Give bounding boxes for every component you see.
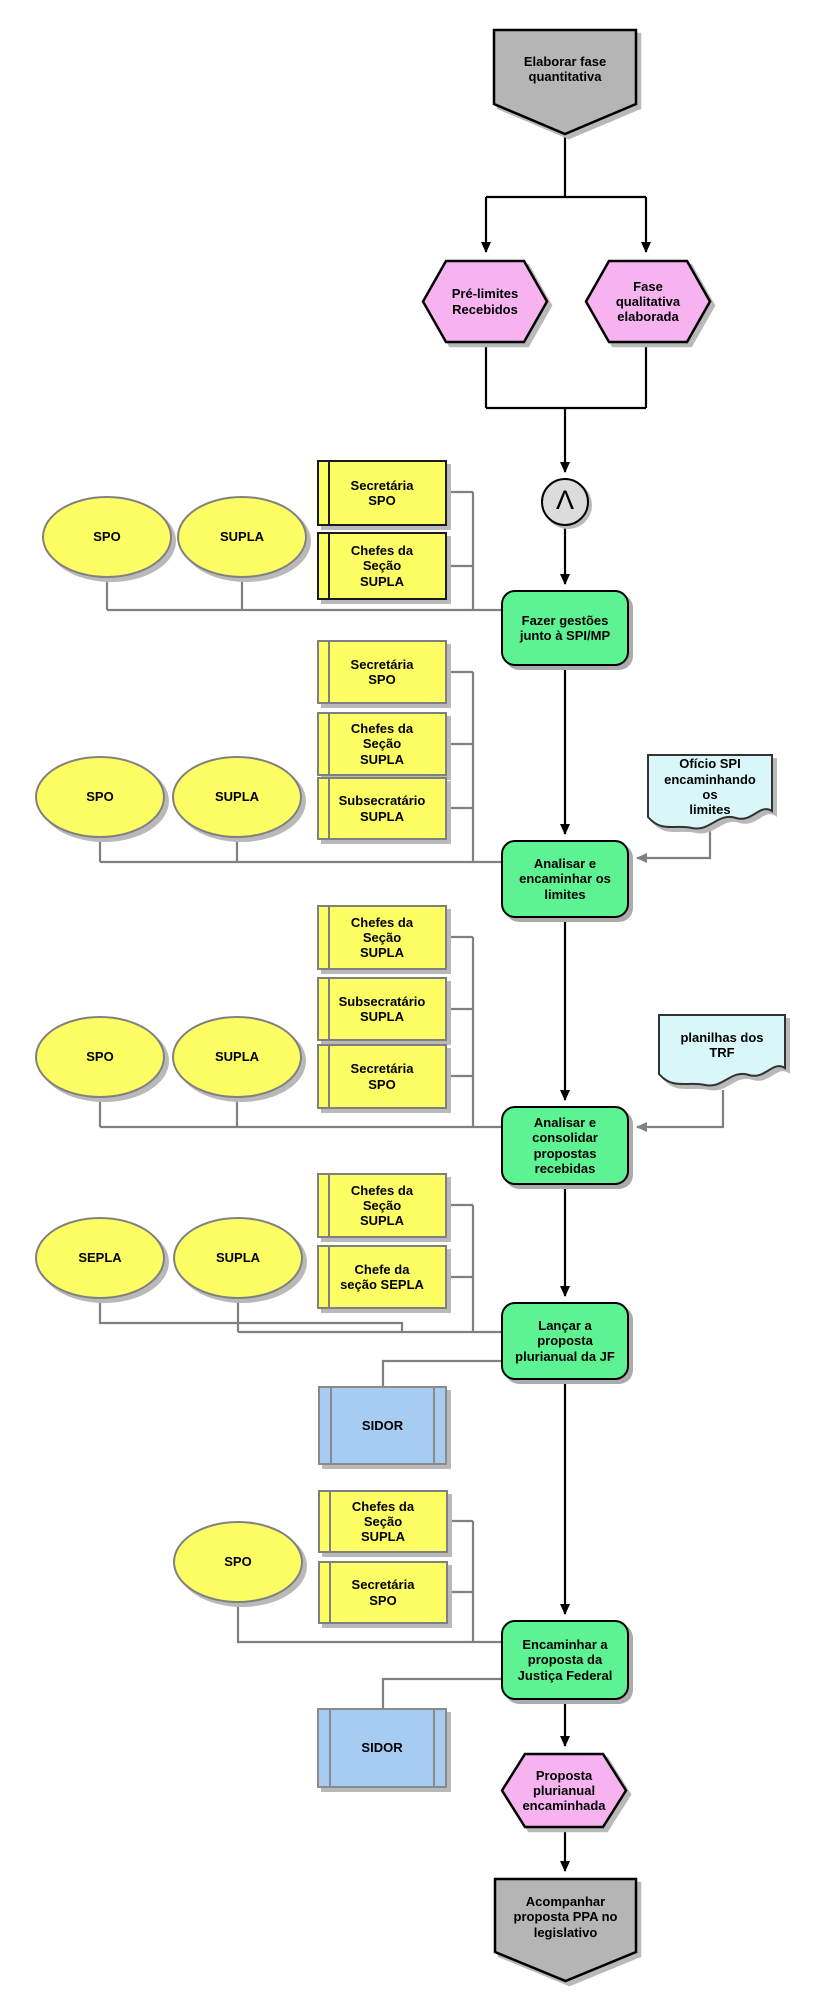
- role-card-chefes-secao-supla: Chefes da Seção SUPLA: [317, 1173, 447, 1238]
- end-label: Acompanhar proposta PPA no legislativo: [513, 1894, 618, 1940]
- system-sidor-1-label: SIDOR: [361, 1417, 404, 1433]
- card-divider: [328, 1046, 330, 1107]
- event-fase-qualitativa-label: Fase qualitativa elaborada: [615, 278, 681, 325]
- start-label: Elaborar fase quantitativa: [523, 53, 607, 84]
- org-ellipse-label: SEPLA: [78, 1250, 122, 1266]
- process-encaminhar-proposta: Encaminhar a proposta da Justiça Federal: [501, 1620, 629, 1700]
- card-divider: [328, 462, 330, 524]
- and-junction-icon: Λ: [541, 478, 589, 526]
- org-ellipse-sepla: SEPLA: [35, 1217, 165, 1299]
- role-card-secretaria-spo: Secretária SPO: [318, 1561, 448, 1624]
- org-ellipse-spo: SPO: [173, 1521, 303, 1603]
- role-card-label: Chefe da seção SEPLA: [340, 1261, 424, 1292]
- role-card-chefes-secao-supla: Chefes da Seção SUPLA: [317, 905, 447, 970]
- role-card-label: Subsecratário SUPLA: [338, 993, 426, 1024]
- document-oficio-spi-label: Ofício SPI encaminhando os limites: [664, 756, 756, 818]
- system-sidor-1: SIDOR: [318, 1386, 447, 1465]
- process-fazer-gestoes: Fazer gestões junto à SPI/MP: [501, 590, 629, 666]
- card-divider: [329, 1563, 331, 1622]
- card-divider: [328, 1175, 330, 1236]
- process-analisar-limites: Analisar e encaminhar os limites: [501, 840, 629, 918]
- system-sidor-2-label: SIDOR: [361, 1740, 403, 1756]
- org-ellipse-supla: SUPLA: [173, 1217, 303, 1299]
- org-ellipse-spo: SPO: [35, 756, 165, 838]
- card-divider: [328, 1247, 330, 1307]
- org-ellipse-supla: SUPLA: [172, 756, 302, 838]
- document-planilhas-trf-label: planilhas dos TRF: [680, 1029, 764, 1060]
- role-card-label: Chefes da Seção SUPLA: [351, 1498, 415, 1545]
- sidor-side-bar: [329, 1710, 331, 1786]
- role-card-chefes-secao-supla: Chefes da Seção SUPLA: [317, 712, 447, 776]
- sidor-side-bar: [433, 1388, 435, 1463]
- role-card-subsecratario-supla: Subsecratário SUPLA: [317, 977, 447, 1041]
- role-card-chefes-secao-supla: Chefes da Seção SUPLA: [318, 1490, 448, 1553]
- card-divider: [328, 642, 330, 702]
- document-oficio-spi: Ofício SPI encaminhando os limites: [646, 753, 774, 837]
- role-card-secretaria-spo: Secretária SPO: [317, 640, 447, 704]
- role-card-label: Secretária SPO: [350, 1061, 414, 1092]
- org-ellipse-supla: SUPLA: [172, 1016, 302, 1098]
- org-ellipse-label: SPO: [86, 1049, 114, 1065]
- start-terminator: Elaborar fase quantitativa: [492, 28, 638, 136]
- system-sidor-2: SIDOR: [317, 1708, 447, 1788]
- pentagon-shape: [492, 28, 638, 136]
- process-lancar-proposta-label: Lançar a proposta plurianual da JF: [515, 1318, 615, 1364]
- role-card-secretaria-spo: Secretária SPO: [317, 460, 447, 526]
- role-card-label: Chefes da Seção SUPLA: [350, 721, 414, 767]
- org-ellipse-label: SUPLA: [219, 529, 265, 545]
- event-pre-limites: Pré-limites Recebidos: [421, 259, 549, 344]
- event-proposta-encaminhada: Proposta plurianual encaminhada: [500, 1752, 628, 1829]
- process-consolidar-propostas: Analisar e consolidar propostas recebida…: [501, 1106, 629, 1185]
- sidor-side-bar: [433, 1710, 435, 1786]
- org-ellipse-label: SPO: [93, 529, 121, 545]
- role-card-chefe-secao-sepla: Chefe da seção SEPLA: [317, 1245, 447, 1309]
- role-card-subsecratario-supla: Subsecratário SUPLA: [317, 777, 447, 840]
- role-card-label: Secretária SPO: [350, 477, 414, 508]
- role-card-label: Chefes da Seção SUPLA: [350, 914, 414, 961]
- role-card-secretaria-spo: Secretária SPO: [317, 1044, 447, 1109]
- org-ellipse-label: SUPLA: [214, 789, 260, 805]
- process-consolidar-propostas-label: Analisar e consolidar propostas recebida…: [532, 1114, 598, 1176]
- process-lancar-proposta: Lançar a proposta plurianual da JF: [501, 1302, 629, 1380]
- role-card-chefes-secao-supla: Chefes da Seção SUPLA: [317, 532, 447, 600]
- hexagon-shape: [421, 259, 549, 344]
- org-ellipse-supla: SUPLA: [177, 496, 307, 578]
- event-fase-qualitativa: Fase qualitativa elaborada: [584, 259, 712, 344]
- and-junction-symbol: Λ: [555, 484, 575, 515]
- process-analisar-limites-label: Analisar e encaminhar os limites: [519, 856, 611, 902]
- org-ellipse-label: SPO: [86, 789, 114, 805]
- document-shape: [647, 754, 773, 830]
- card-divider: [328, 779, 330, 838]
- org-ellipse-label: SUPLA: [215, 1250, 261, 1266]
- role-card-label: Chefes da Seção SUPLA: [350, 1182, 414, 1229]
- process-fazer-gestoes-label: Fazer gestões junto à SPI/MP: [519, 612, 611, 643]
- end-terminator: Acompanhar proposta PPA no legislativo: [493, 1877, 638, 1983]
- card-divider: [329, 1492, 331, 1551]
- org-ellipse-spo: SPO: [42, 496, 172, 578]
- role-card-label: Chefes da Seção SUPLA: [350, 543, 414, 589]
- document-shape: [658, 1014, 786, 1087]
- org-ellipse-spo: SPO: [35, 1016, 165, 1098]
- sidor-side-bar: [330, 1388, 332, 1463]
- role-card-label: Subsecratário SUPLA: [338, 793, 426, 824]
- process-encaminhar-proposta-label: Encaminhar a proposta da Justiça Federal: [517, 1637, 613, 1683]
- role-card-label: Secretária SPO: [350, 656, 414, 687]
- hexagon-shape: [584, 259, 712, 344]
- pentagon-shape: [493, 1877, 638, 1983]
- card-divider: [328, 534, 330, 598]
- event-pre-limites-label: Pré-limites Recebidos: [451, 286, 519, 317]
- event-proposta-encaminhada-label: Proposta plurianual encaminhada: [522, 1767, 606, 1814]
- role-card-label: Secretária SPO: [351, 1577, 415, 1608]
- org-ellipse-label: SUPLA: [214, 1049, 260, 1065]
- card-divider: [328, 907, 330, 968]
- card-divider: [328, 979, 330, 1039]
- org-ellipse-label: SPO: [224, 1554, 252, 1570]
- document-planilhas-trf: planilhas dos TRF: [657, 1013, 787, 1093]
- hexagon-shape: [500, 1752, 628, 1829]
- card-divider: [328, 714, 330, 774]
